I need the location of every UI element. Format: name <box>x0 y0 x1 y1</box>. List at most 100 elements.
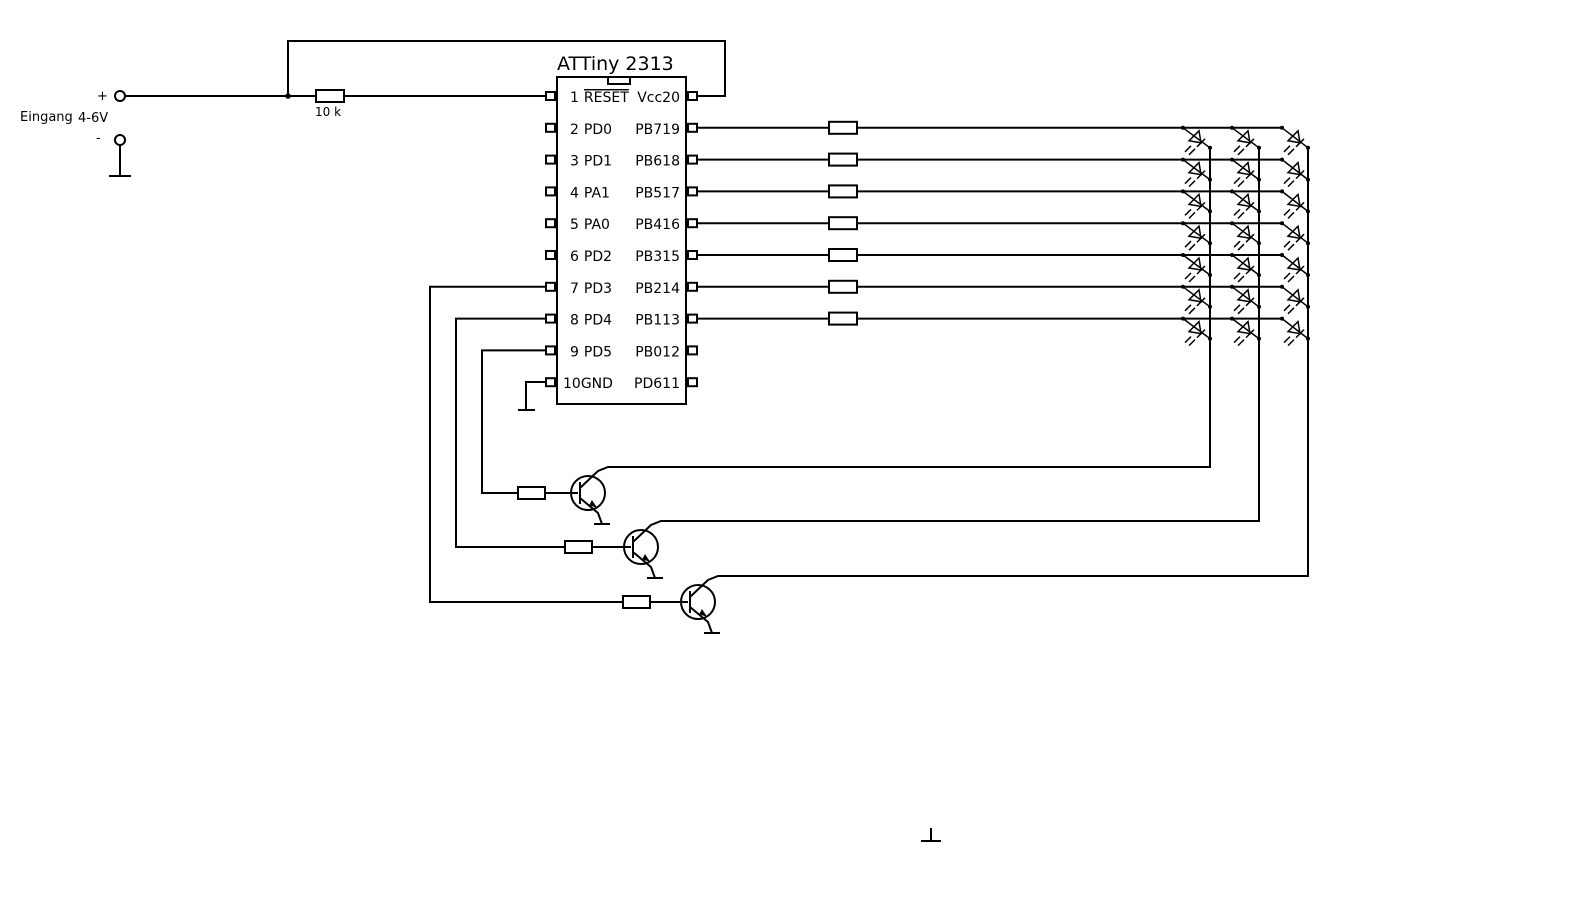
led <box>1280 189 1310 219</box>
right-pin-pad <box>687 250 698 260</box>
left-pin-pad <box>545 122 556 133</box>
npn-transistor <box>680 584 716 620</box>
left-pin-number: 5 <box>570 217 579 233</box>
led <box>1181 284 1212 315</box>
left-pin-pad <box>545 91 556 101</box>
base-resistor <box>517 486 546 500</box>
row-resistor <box>828 216 858 231</box>
led <box>1280 221 1310 251</box>
left-pin-name: PD1 <box>584 154 612 170</box>
left-pin-number: 3 <box>570 154 579 170</box>
left-pin-number: 8 <box>570 313 579 329</box>
supply-wiring: 10 k <box>125 40 726 119</box>
minus-terminal <box>114 134 126 146</box>
right-pin-number: 20 <box>662 90 680 106</box>
right-pin-name: PB4 <box>635 217 662 233</box>
row-resistor <box>828 152 858 167</box>
left-pin-number: 4 <box>570 185 579 201</box>
npn-transistor <box>623 529 659 565</box>
right-pin-number: 18 <box>662 154 680 170</box>
right-pin-pad <box>687 281 698 292</box>
chip-notch <box>607 76 631 85</box>
chip-title: ATTiny 2313 <box>557 53 674 75</box>
led <box>1280 125 1310 156</box>
input-voltage: 4-6V <box>78 111 108 126</box>
left-pin-name: PD0 <box>584 122 612 138</box>
right-pin-pad <box>687 218 698 229</box>
left-pin-label: 7 PD3 <box>570 281 612 297</box>
left-pin-name: PD2 <box>584 249 612 265</box>
left-pin-name: PD4 <box>584 313 612 329</box>
row-resistor <box>828 184 858 199</box>
left-pin-pad <box>545 281 556 292</box>
pullup-resistor <box>315 89 345 103</box>
input-label: Eingang <box>20 110 73 125</box>
left-pin-pad <box>545 250 556 260</box>
row-resistor <box>828 248 858 262</box>
led <box>1230 221 1261 251</box>
left-pin-name: PA1 <box>584 185 610 201</box>
right-pin-number: 12 <box>662 344 680 360</box>
column-drivers <box>429 285 1309 634</box>
led <box>1181 253 1212 283</box>
right-pin-number: 13 <box>662 313 680 329</box>
plus-terminal <box>114 90 126 102</box>
power-input: Eingang 4-6V + - <box>20 89 131 177</box>
led <box>1181 316 1212 347</box>
left-pin-number: 6 <box>570 249 579 265</box>
right-pin-name: PB7 <box>635 122 662 138</box>
left-pin-name: PD3 <box>584 281 612 297</box>
right-pin-name: PB6 <box>635 154 662 170</box>
left-pin-number: 2 <box>570 122 579 138</box>
left-pin-pad <box>545 377 556 388</box>
led <box>1230 284 1261 315</box>
right-pin-pad <box>687 122 698 133</box>
left-pin-pad <box>545 154 556 165</box>
right-pin-name: PB0 <box>635 344 662 360</box>
transistor-driver <box>481 338 1211 525</box>
right-pin-label: PB012 <box>635 344 680 360</box>
left-pin-name: PD5 <box>584 344 612 360</box>
left-pin-label: 6 PD2 <box>570 249 612 265</box>
row-resistor <box>828 279 858 294</box>
right-pin-name: Vcc <box>637 90 662 106</box>
right-pin-label: PB315 <box>635 249 680 265</box>
led <box>1230 157 1261 188</box>
led <box>1280 284 1310 315</box>
npn-transistor <box>570 475 606 511</box>
right-pin-number: 15 <box>662 249 680 265</box>
left-pin-label: 2 PD0 <box>570 122 612 138</box>
led <box>1230 125 1261 156</box>
led <box>1181 125 1212 156</box>
left-pin-name: GND <box>581 376 613 392</box>
left-pin-pad <box>545 218 556 229</box>
right-pin-label: PB517 <box>635 185 680 201</box>
right-pin-number: 17 <box>662 185 680 201</box>
left-pin-pad <box>545 345 556 356</box>
led <box>1280 253 1310 283</box>
led <box>1230 189 1261 219</box>
led-row-lines <box>697 120 1282 326</box>
row-resistor <box>828 311 858 326</box>
base-resistor <box>564 540 593 554</box>
led <box>1280 316 1310 347</box>
right-pin-number: 11 <box>662 376 680 392</box>
right-pin-label: PD611 <box>634 376 680 392</box>
left-pin-number: 10 <box>563 376 581 392</box>
left-pin-number: 7 <box>570 281 579 297</box>
right-pin-name: PB2 <box>635 281 662 297</box>
left-pin-pad <box>545 313 556 324</box>
input-plus: + <box>97 89 108 104</box>
right-pin-label: Vcc20 <box>637 90 680 106</box>
left-pin-label: 10GND <box>563 376 613 392</box>
right-pin-name: PD6 <box>634 376 662 392</box>
right-pin-label: PB719 <box>635 122 680 138</box>
left-pin-label: 8 PD4 <box>570 313 612 329</box>
right-pin-label: PB618 <box>635 154 680 170</box>
right-pin-pad <box>687 377 698 388</box>
led <box>1230 253 1261 283</box>
left-pin-number: 9 <box>570 344 579 360</box>
row-resistor <box>828 120 858 135</box>
right-pin-pad <box>687 186 698 197</box>
